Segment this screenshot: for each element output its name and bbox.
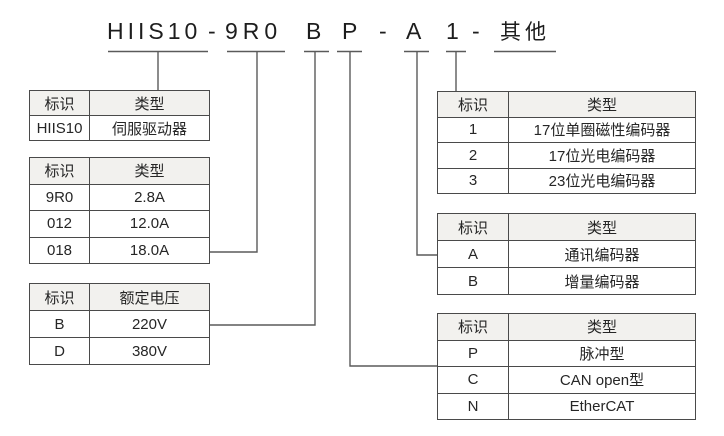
table-header-row: 标识 类型 — [437, 313, 696, 341]
col-header-type: 类型 — [508, 313, 696, 341]
table-header-row: 标识 类型 — [29, 90, 210, 116]
col-header-type: 额定电压 — [89, 283, 210, 311]
type-cell: 18.0A — [89, 236, 210, 264]
type-cell: 17位光电编码器 — [508, 142, 696, 169]
table-row: B 220V — [29, 310, 210, 338]
type-cell: 17位单圈磁性编码器 — [508, 116, 696, 143]
model-segment-other: 其他 — [500, 21, 550, 44]
col-header-id: 标识 — [437, 91, 509, 118]
code-cell: HIIS10 — [29, 115, 90, 141]
table-row: B 增量编码器 — [437, 267, 696, 295]
table-row: HIIS10 伺服驱动器 — [29, 115, 210, 141]
code-cell: B — [29, 310, 90, 338]
type-cell: 伺服驱动器 — [89, 115, 210, 141]
code-cell: P — [437, 339, 509, 367]
code-cell: 012 — [29, 210, 90, 238]
type-cell: 增量编码器 — [508, 267, 696, 295]
code-cell: D — [29, 337, 90, 365]
table-encoder-class: 标识 类型 A 通讯编码器 B 增量编码器 — [437, 213, 696, 295]
code-cell: 9R0 — [29, 183, 90, 211]
table-header-row: 标识 额定电压 — [29, 283, 210, 311]
model-segment-series: HIIS10 — [107, 18, 202, 44]
table-row: N EtherCAT — [437, 392, 696, 420]
table-header-row: 标识 类型 — [29, 157, 210, 185]
col-header-id: 标识 — [437, 313, 509, 341]
type-cell: 23位光电编码器 — [508, 167, 696, 194]
table-rated-current: 标识 类型 9R0 2.8A 012 12.0A 018 18.0A — [29, 157, 210, 264]
table-row: 018 18.0A — [29, 236, 210, 264]
col-header-id: 标识 — [29, 283, 90, 311]
model-segment-dash2: - — [379, 18, 387, 44]
table-row: C CAN open型 — [437, 366, 696, 394]
table-row: 012 12.0A — [29, 210, 210, 238]
col-header-type: 类型 — [508, 91, 696, 118]
table-row: 2 17位光电编码器 — [437, 142, 696, 169]
type-cell: 380V — [89, 337, 210, 365]
table-row: A 通讯编码器 — [437, 240, 696, 268]
type-cell: CAN open型 — [508, 366, 696, 394]
code-cell: 018 — [29, 236, 90, 264]
model-segment-encoder-res: 1 — [446, 18, 459, 44]
type-cell: 220V — [89, 310, 210, 338]
connector-voltage — [210, 52, 316, 326]
table-row: D 380V — [29, 337, 210, 365]
col-header-id: 标识 — [29, 90, 90, 116]
table-encoder-resolution: 标识 类型 1 17位单圈磁性编码器 2 17位光电编码器 3 23位光电编码器 — [437, 91, 696, 194]
code-cell: A — [437, 240, 509, 268]
table-row: 3 23位光电编码器 — [437, 167, 696, 194]
table-control-type: 标识 类型 P 脉冲型 C CAN open型 N EtherCAT — [437, 313, 696, 420]
table-drive-type: 标识 类型 HIIS10 伺服驱动器 — [29, 90, 210, 141]
table-row: 1 17位单圈磁性编码器 — [437, 116, 696, 143]
model-segment-encoder-class: A — [406, 18, 422, 44]
connector-control — [349, 52, 437, 367]
model-segment-voltage: B — [306, 18, 322, 44]
code-cell: 3 — [437, 167, 509, 194]
type-cell: 通讯编码器 — [508, 240, 696, 268]
connector-current — [210, 52, 258, 253]
model-segment-current: 9R0 — [225, 18, 283, 44]
col-header-type: 类型 — [89, 90, 210, 116]
code-cell: N — [437, 392, 509, 420]
type-cell: EtherCAT — [508, 392, 696, 420]
model-segment-control: P — [342, 18, 358, 44]
col-header-type: 类型 — [508, 213, 696, 241]
type-cell: 12.0A — [89, 210, 210, 238]
type-cell: 2.8A — [89, 183, 210, 211]
table-rated-voltage: 标识 额定电压 B 220V D 380V — [29, 283, 210, 365]
type-cell: 脉冲型 — [508, 339, 696, 367]
code-cell: 1 — [437, 116, 509, 143]
table-header-row: 标识 类型 — [437, 213, 696, 241]
model-segment-dash3: - — [472, 18, 480, 44]
col-header-id: 标识 — [29, 157, 90, 185]
model-segment-dash1: - — [208, 18, 216, 44]
col-header-type: 类型 — [89, 157, 210, 185]
code-cell: 2 — [437, 142, 509, 169]
connector-encoder-class — [416, 52, 437, 256]
code-cell: C — [437, 366, 509, 394]
code-cell: B — [437, 267, 509, 295]
table-row: P 脉冲型 — [437, 339, 696, 367]
table-header-row: 标识 类型 — [437, 91, 696, 118]
table-row: 9R0 2.8A — [29, 183, 210, 211]
col-header-id: 标识 — [437, 213, 509, 241]
